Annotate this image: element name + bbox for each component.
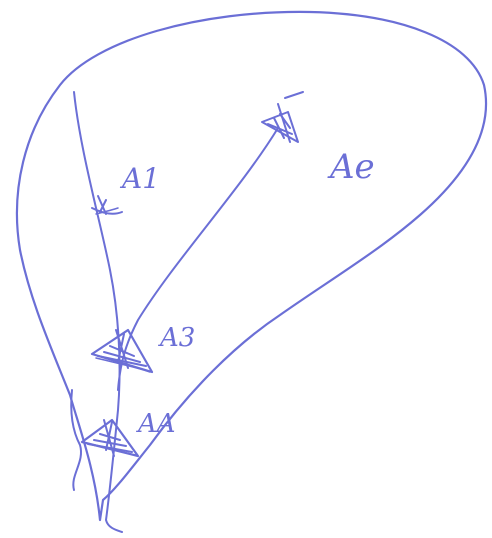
- marker-a1: [91, 195, 123, 215]
- label-a3: A3: [158, 323, 195, 353]
- label-a4: AA: [136, 409, 176, 439]
- diagonal-line: [117, 127, 279, 391]
- label-a2: Ae: [327, 147, 375, 187]
- marker-a2: [261, 103, 299, 143]
- a2-tick: [284, 91, 304, 99]
- vertical-line: [73, 91, 123, 533]
- label-a1: A1: [119, 162, 160, 195]
- marker-a4: [80, 418, 140, 458]
- outer-boundary: [15, 10, 488, 522]
- marker-a3: [90, 328, 154, 374]
- inner-notch: [70, 389, 83, 491]
